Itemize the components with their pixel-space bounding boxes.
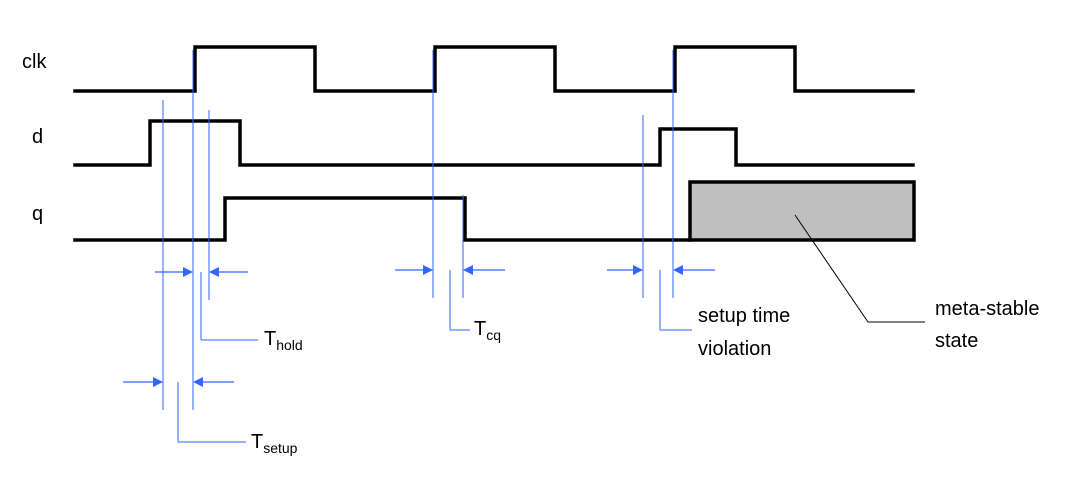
- d-waveform: [73, 119, 915, 167]
- tcq-arrowhead-left: [423, 265, 433, 275]
- d-label: d: [32, 126, 43, 148]
- hold-arrowhead-left: [183, 267, 193, 277]
- tcq-arrowhead-right: [463, 265, 473, 275]
- setup-arrowhead-right: [193, 377, 203, 387]
- tsetup-label: Tsetup: [251, 431, 298, 456]
- metastable-leader: [794, 214, 925, 323]
- metastable-label-line2: state: [935, 330, 978, 352]
- violation-arrowhead-right: [673, 265, 683, 275]
- hold-arrowhead-right: [209, 267, 219, 277]
- q-waveform: [73, 196, 692, 242]
- setup-arrowhead-left: [153, 377, 163, 387]
- thold-label: Thold: [264, 328, 303, 353]
- setup-violation-label-line1: setup time: [698, 305, 790, 327]
- q-label: q: [32, 203, 43, 225]
- metastable-label-line1: meta-stable: [935, 298, 1040, 320]
- setup-violation-label-line2: violation: [698, 338, 771, 360]
- metastable-region: [688, 180, 916, 242]
- tcq-label: Tcq: [474, 318, 501, 343]
- clk-label: clk: [22, 51, 47, 73]
- clk-waveform: [73, 45, 915, 93]
- violation-arrowhead-left: [633, 265, 643, 275]
